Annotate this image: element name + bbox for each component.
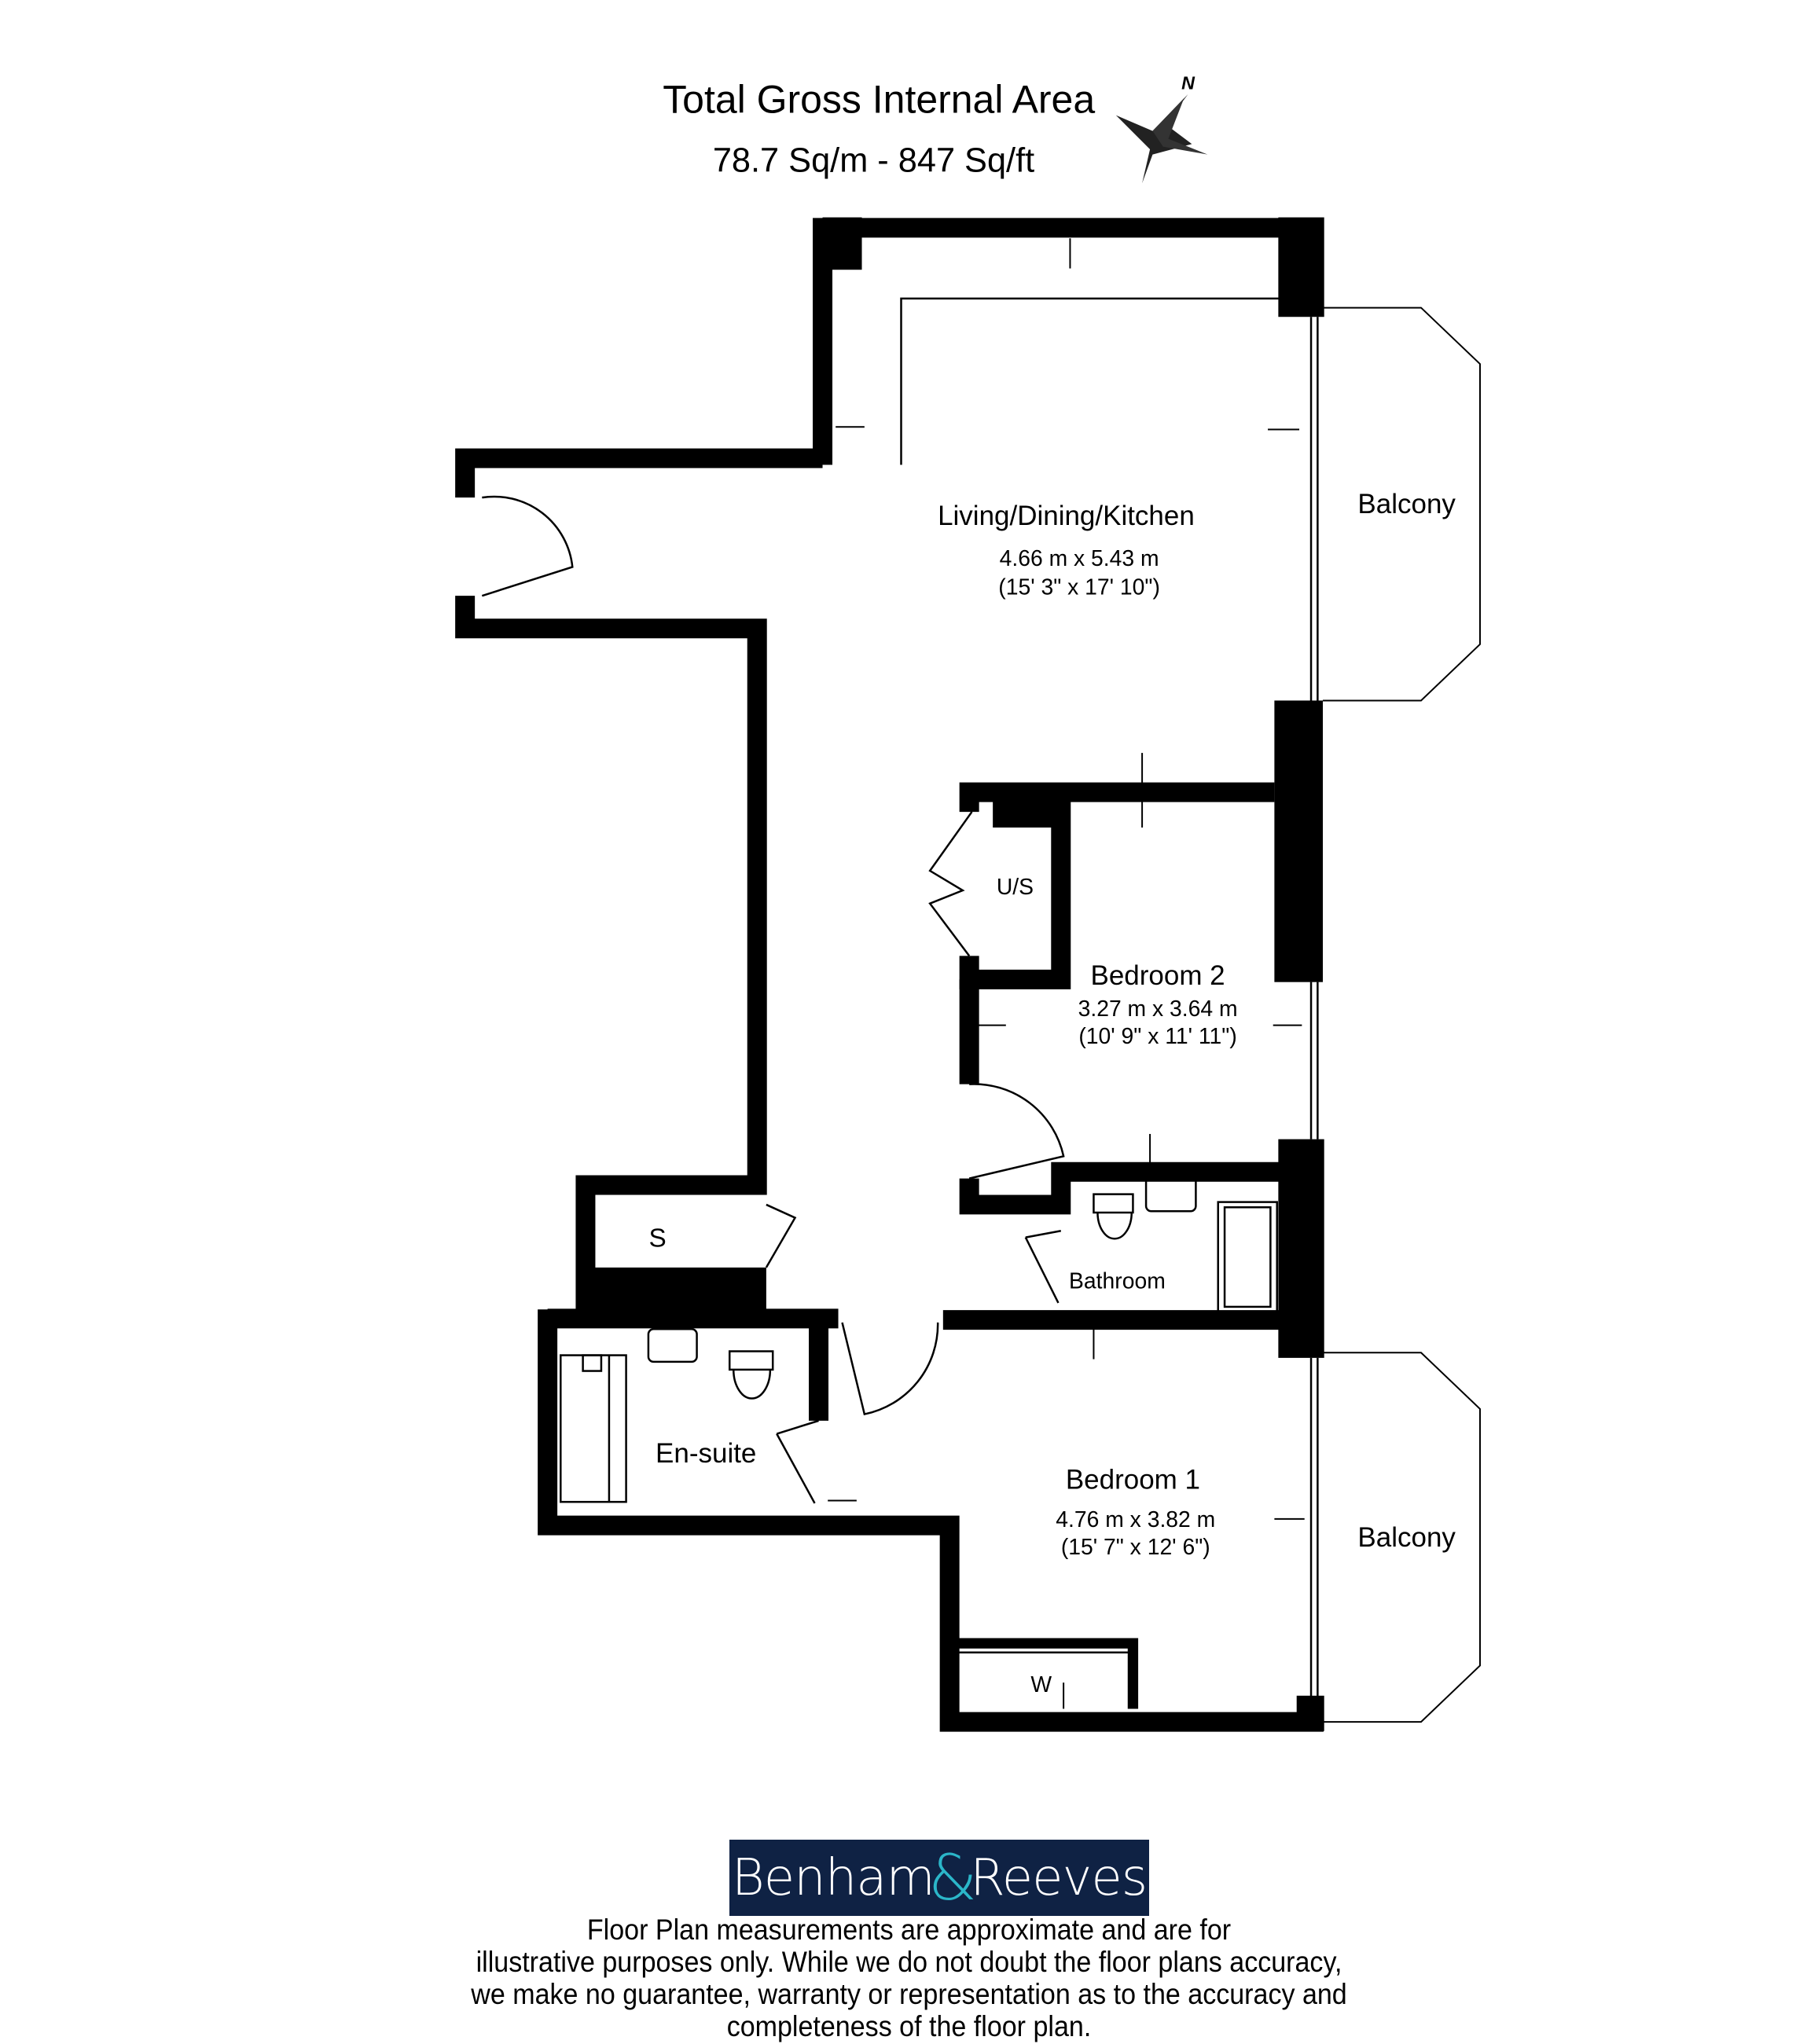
balcony-lower-label: Balcony — [1357, 1522, 1456, 1553]
us-doors — [928, 811, 973, 957]
bedroom1-name: Bedroom 1 — [1066, 1465, 1200, 1495]
store-label: S — [648, 1224, 666, 1253]
total-area-title: Total Gross Internal Area — [663, 77, 1095, 121]
bathroom-label: Bathroom — [1069, 1269, 1166, 1294]
bedroom2-imperial: (10' 9" x 11' 11") — [1078, 1024, 1236, 1049]
balcony-upper-label: Balcony — [1357, 489, 1456, 519]
bedroom2-metric: 3.27 m x 3.64 m — [1078, 996, 1238, 1022]
disclaimer-line: we make no guarantee, warranty or repres… — [471, 1978, 1347, 2010]
disclaimer-line: Floor Plan measurements are approximate … — [586, 1914, 1232, 1946]
details — [481, 297, 1319, 1697]
total-area-value: 78.7 Sq/m - 847 Sq/ft — [713, 141, 1034, 179]
bathroom-door — [1024, 1230, 1062, 1304]
balconies — [1323, 306, 1481, 1723]
store-door — [765, 1203, 797, 1268]
disclaimer: Floor Plan measurements are approximate … — [362, 1914, 1456, 2042]
balcony-lower — [1323, 1352, 1481, 1723]
ensuite-door — [776, 1419, 819, 1504]
logo-part1: Benham — [731, 1848, 935, 1907]
living-room-imperial: (15' 3" x 17' 10") — [998, 574, 1160, 600]
living-room-metric: 4.66 m x 5.43 m — [1000, 546, 1159, 571]
disclaimer-line: completeness of the floor plan. — [726, 2010, 1092, 2042]
benham-reeves-logo: Benham&Reeves — [729, 1840, 1149, 1916]
bedroom1-metric: 4.76 m x 3.82 m — [1056, 1507, 1215, 1532]
disclaimer-line: illustrative purposes only. While we do … — [476, 1946, 1342, 1978]
logo-ampersand: & — [927, 1841, 977, 1914]
entrance-door — [481, 495, 574, 597]
compass-icon: N — [1115, 72, 1208, 184]
bedroom2-name: Bedroom 2 — [1091, 960, 1225, 991]
living-room-name: Living/Dining/Kitchen — [938, 501, 1195, 531]
bedroom1-door — [841, 1322, 939, 1416]
bedroom1-imperial: (15' 7" x 12' 6") — [1061, 1535, 1210, 1560]
ensuite-label: En-suite — [656, 1438, 756, 1469]
us-label: U/S — [997, 875, 1034, 900]
compass-north-label: N — [1181, 72, 1195, 93]
wall-blocks — [585, 217, 1324, 1731]
wardrobe-label: W — [1030, 1672, 1052, 1697]
bedroom2-door — [968, 1083, 1065, 1180]
logo-part2: Reeves — [970, 1848, 1148, 1907]
balcony-upper — [1323, 306, 1481, 702]
dimension-arrows — [828, 238, 1305, 1709]
